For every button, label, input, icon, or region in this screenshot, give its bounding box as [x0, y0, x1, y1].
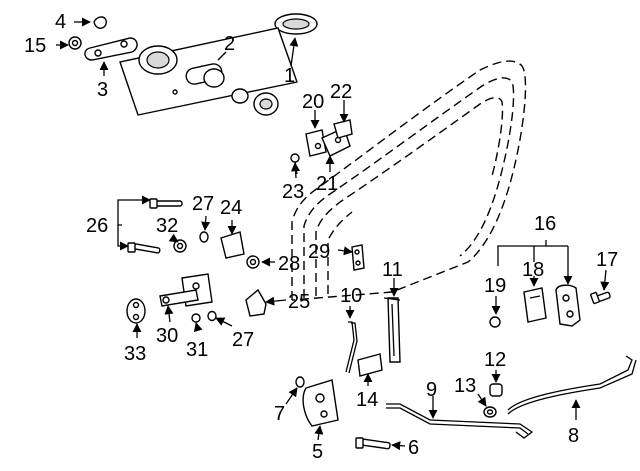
callout-26: 26: [86, 215, 108, 237]
callout-32: 32: [156, 215, 178, 237]
part-door-check-30: [159, 273, 213, 307]
part-lock-18: [523, 287, 547, 323]
part-rod-11: [383, 297, 401, 363]
part-bolt-31: [191, 313, 201, 323]
callout-6: 6: [408, 437, 419, 459]
callout-18: 18: [522, 259, 544, 281]
part-actuator-16: [555, 284, 581, 327]
callout-7: 7: [274, 403, 285, 425]
part-clip-7: [295, 376, 305, 388]
callout-28: 28: [278, 253, 300, 275]
part-bracket-14: [357, 353, 383, 377]
callout-19: 19: [484, 275, 506, 297]
part-bolts-26: [127, 198, 183, 254]
part-screw-28: [246, 255, 260, 269]
part-upper-hinge: [305, 119, 353, 157]
callout-20: 20: [302, 91, 324, 113]
part-nut-32: [173, 239, 187, 253]
callout-4: 4: [55, 11, 66, 33]
callout-5: 5: [312, 441, 323, 463]
part-handle-bracket: [84, 37, 138, 61]
part-screw-17: [590, 291, 611, 305]
callout-23: 23: [282, 181, 304, 203]
part-rod-9: [386, 403, 534, 439]
callout-9: 9: [426, 379, 437, 401]
callout-27-lower: 27: [232, 329, 254, 351]
part-latch-5: [302, 379, 339, 427]
part-striker-29: [351, 244, 365, 271]
callout-13: 13: [454, 375, 476, 397]
callout-15: 15: [24, 35, 46, 57]
callout-30: 30: [156, 325, 178, 347]
callout-21: 21: [316, 173, 338, 195]
part-clip: [93, 16, 107, 29]
part-bracket-25: [245, 288, 267, 317]
part-clip-13: [483, 406, 497, 418]
callout-1: 1: [284, 65, 295, 87]
part-outside-handle: [274, 13, 318, 35]
part-lock-cylinder-kit: [119, 27, 298, 116]
callout-33: 33: [124, 343, 146, 365]
part-screw-6: [355, 437, 391, 450]
part-bushing-27-lower: [207, 310, 217, 322]
callout-14: 14: [356, 389, 378, 411]
callout-12: 12: [484, 349, 506, 371]
callout-10: 10: [340, 285, 362, 307]
leader-lines: [56, 17, 610, 451]
part-cover-24: [220, 231, 245, 259]
part-seal-33: [126, 298, 146, 324]
callout-25: 25: [288, 291, 310, 313]
callout-24: 24: [220, 197, 242, 219]
callout-16: 16: [534, 213, 556, 235]
part-rod-10: [345, 321, 358, 374]
callout-22: 22: [330, 81, 352, 103]
callout-3: 3: [97, 79, 108, 101]
callout-27-upper: 27: [192, 193, 214, 215]
callout-labels: 1 2 3 4 5 6 7 8 9 10 11 12 13 14 15 16 1…: [24, 11, 618, 463]
callout-2: 2: [224, 33, 235, 55]
callout-29: 29: [308, 241, 330, 263]
callout-17: 17: [596, 249, 618, 271]
callout-11: 11: [382, 259, 403, 281]
callout-8: 8: [568, 425, 579, 447]
part-grommet-19: [489, 316, 501, 328]
part-bushing-27-upper: [199, 231, 209, 243]
part-grommet-12: [489, 383, 503, 397]
callout-31: 31: [186, 339, 208, 361]
part-rod-8: [507, 355, 637, 415]
door-frame-outline: [291, 60, 527, 301]
part-nut-15: [68, 36, 82, 50]
